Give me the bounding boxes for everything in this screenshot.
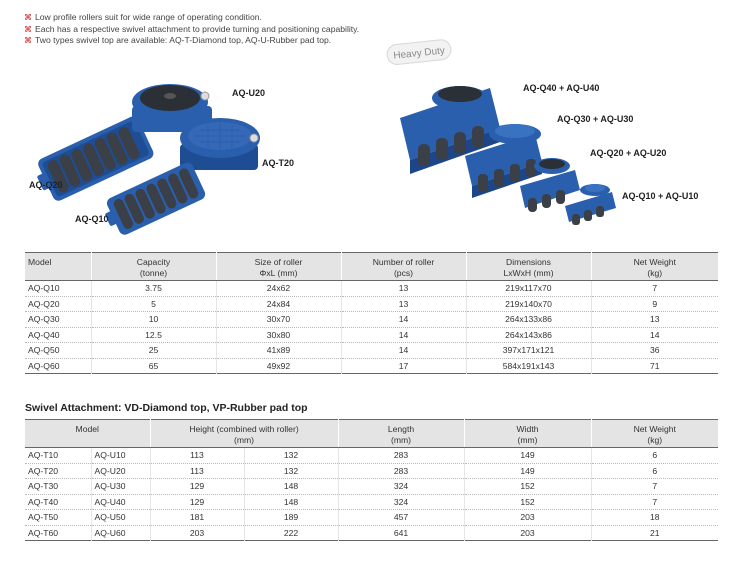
label-aq-q20: AQ-Q20: [29, 180, 63, 190]
set-q10-u10: [565, 184, 616, 225]
table-header-row: Model Capacity Size of roller Number of …: [25, 252, 718, 268]
feature-list: ⌘Low profile rollers suit for wide range…: [24, 12, 359, 47]
table-header-unit-row: (mm) (mm) (mm) (kg): [25, 434, 718, 448]
header-roller-count: Number of roller: [340, 252, 466, 268]
label-q10-u10: AQ-Q10 + AQ-U10: [622, 191, 699, 201]
svg-text:Heavy Duty: Heavy Duty: [393, 45, 446, 61]
label-aq-u20: AQ-U20: [232, 88, 266, 98]
bullet-icon: ⌘: [24, 36, 32, 45]
roller-skate-q10: [105, 162, 206, 235]
product-photo-right: [400, 86, 616, 225]
header-net-weight: Net Weight: [590, 419, 718, 435]
header-height: Height (combined with roller): [149, 419, 338, 435]
swivel-t20: [180, 118, 260, 170]
label-q40-u40: AQ-Q40 + AQ-U40: [523, 83, 600, 93]
header-dimensions: Dimensions: [465, 252, 591, 268]
header-length: Length: [337, 419, 464, 435]
set-q30-u30: [465, 124, 542, 198]
set-q20-u20: [520, 158, 580, 212]
feature-item: ⌘Two types swivel top are available: AQ-…: [24, 35, 332, 45]
feature-item: ⌘Each has a respective swivel attachment…: [24, 23, 360, 34]
header-roller-size: Size of roller: [215, 252, 341, 268]
table-header-row: Model Height (combined with roller) Leng…: [25, 419, 718, 435]
table-header-unit-row: (tonne) ΦxL (mm) (pcs) LxWxH (mm) (kg): [25, 267, 718, 281]
header-net-weight: Net Weight: [590, 252, 718, 268]
label-q30-u30: AQ-Q30 + AQ-U30: [557, 114, 634, 124]
bullet-icon: ⌘: [24, 13, 32, 22]
swivel-spec-table: Model Height (combined with roller) Leng…: [25, 419, 718, 541]
heavy-duty-badge: Heavy Duty: [386, 39, 452, 65]
header-model: Model: [25, 419, 150, 435]
product-photo-left: [37, 84, 260, 235]
roller-spec-table: Model Capacity Size of roller Number of …: [25, 252, 718, 374]
bullet-icon: ⌘: [24, 24, 32, 34]
swivel-u20: [132, 84, 212, 132]
header-model: Model: [25, 252, 91, 268]
swivel-section-title: Swivel Attachment: VD-Diamond top, VP-Ru…: [25, 402, 308, 414]
label-q20-u20: AQ-Q20 + AQ-U20: [590, 148, 667, 158]
label-aq-t20: AQ-T20: [262, 158, 295, 168]
label-aq-q10: AQ-Q10: [75, 214, 109, 224]
set-q40-u40: [400, 86, 500, 174]
roller-skate-q20: [37, 116, 154, 201]
header-width: Width: [463, 419, 591, 435]
feature-item: ⌘Low profile rollers suit for wide range…: [24, 12, 262, 22]
header-capacity: Capacity: [90, 252, 216, 268]
